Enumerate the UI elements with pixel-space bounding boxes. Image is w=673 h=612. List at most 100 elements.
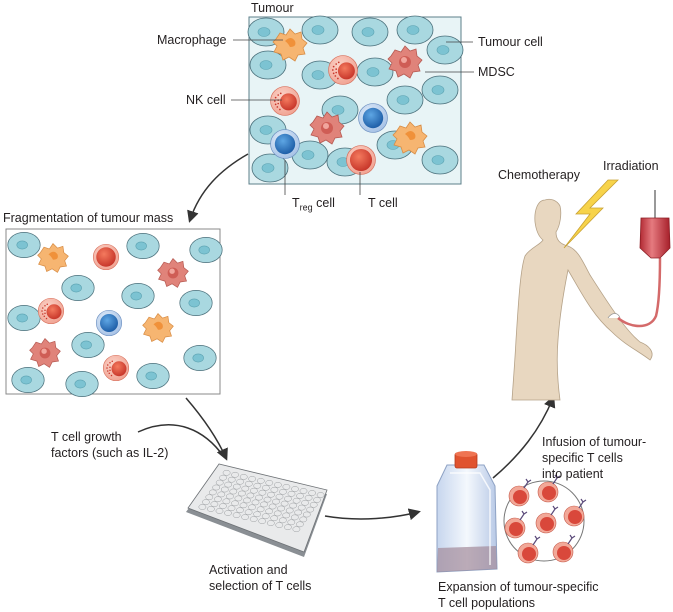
plate-well [267,491,275,498]
plate-well [292,497,301,504]
treg-cell [358,103,388,133]
growth-factors-line2: factors (such as IL-2) [51,446,169,460]
plate-well [285,507,294,514]
t-cell [92,243,120,271]
treg-cell [95,309,123,337]
well-plate [186,463,328,557]
plate-well [289,502,297,509]
plate-well [208,489,217,496]
plate-well [224,510,232,516]
plate-well [239,474,248,480]
plate-well [291,486,299,492]
infusion-line2: specific T cells [542,451,623,465]
plate-well [270,515,279,522]
plate-well [222,498,231,505]
t-cell-receptor-icon [578,498,587,509]
plate-well [249,516,258,522]
plate-well [274,482,282,488]
plate-well [236,507,244,514]
t-cell-receptor-icon [550,505,559,516]
tumour-title: Tumour [251,1,294,15]
nk-cell [328,55,358,85]
expanded-t-cell [563,498,587,527]
plate-well [309,501,318,508]
plate-well [227,505,236,512]
plate-well [215,508,224,514]
plate-well [248,504,256,511]
plate-well [290,514,299,521]
iv-cannula [607,313,621,319]
plate-well [299,516,308,523]
label-treg-cell: Treg cell [292,196,335,213]
plate-well [262,484,270,491]
expanded-t-cell [535,505,559,534]
plate-well [313,497,321,503]
plate-well [296,493,304,499]
plate-well [284,495,292,502]
plate-well [282,512,291,519]
plate-well [270,486,279,493]
expansion-line1: Expansion of tumour-specific [438,580,599,594]
arrow-tumour-to-fragmentation [187,153,249,223]
plate-well [229,488,238,495]
plate-well [261,513,270,520]
t-cell-receptor-icon [532,535,541,546]
plate-well [210,501,219,507]
expanded-t-cell [504,510,528,539]
plate-well [278,517,287,524]
infusion-line3: into patient [542,467,604,481]
plate-well [302,511,311,518]
plate-well [222,469,231,476]
plate-well [239,502,248,509]
label-nk-cell: NK cell [186,93,226,107]
plate-well [272,498,280,505]
label-t-cell: T cell [368,196,398,210]
activation-line1: Activation and [209,563,288,577]
label-tumour-cell: Tumour cell [478,35,543,49]
plate-well [316,492,325,498]
plate-well [256,478,265,484]
plate-well [232,512,241,518]
plate-well [256,506,265,513]
plate-well [246,492,255,499]
process-arrows [137,153,556,521]
plate-well [294,509,303,516]
treg-cell [270,129,300,159]
iv-tube [617,257,662,328]
plate-well [265,508,273,515]
plate-well [275,493,284,500]
plate-well [263,496,272,503]
growth-factors-line1: T cell growth [51,430,122,444]
plate-well [299,488,308,494]
plate-well [255,494,263,501]
plate-well [277,505,285,512]
plate-well [205,494,214,501]
lightning-bolt-icon [563,179,619,249]
plate-well [304,495,313,501]
fragmentation-panel [5,228,223,397]
expanded-t-cell [552,534,576,563]
plate-well [265,480,274,486]
plate-well [236,478,245,485]
plate-wells [198,469,325,533]
plate-well [224,481,233,488]
arrow-flask-to-patient [492,395,556,479]
plate-well [227,476,236,483]
fragmentation-title: Fragmentation of tumour mass [3,211,174,225]
plate-well [244,509,253,516]
plate-well [231,500,239,507]
label-macrophage: Macrophage [157,33,227,47]
blood-bag [639,217,671,259]
plate-well [258,489,267,496]
activation-line2: selection of T cells [209,579,312,593]
t-cell-receptor-icon [552,474,561,485]
plate-well [207,506,215,512]
plate-well [296,521,304,528]
plate-well [238,490,246,497]
plate-well [234,495,243,502]
plate-well [253,482,262,489]
plate-well [220,486,229,493]
plate-well [268,503,277,510]
plate-well [241,485,250,492]
